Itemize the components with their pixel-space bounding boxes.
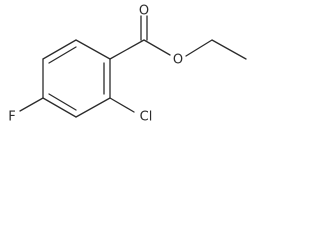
bond-ester-oxygen-to-methylene — [185, 39, 213, 57]
bond-ring-to-chlorine — [109, 97, 135, 113]
bond-carbonyl-carbon-to-ester-oxygen — [143, 39, 171, 56]
ring-inner-double-c3-c4 — [48, 93, 77, 111]
fluorine-label: F — [8, 110, 15, 125]
ester-oxygen-label: O — [173, 53, 183, 68]
bond-methylene-to-methyl — [211, 39, 247, 60]
benzene-ring — [42, 39, 111, 118]
ring-bond-c6-c1 — [75, 39, 111, 60]
chlorine-label: Cl — [140, 110, 153, 125]
ethyl-2-chloro-4-fluorobenzoate-structure: O O Cl F — [8, 4, 247, 125]
ring-bond-c2-c3 — [75, 97, 111, 118]
ring-inner-double-c5-c6 — [48, 46, 77, 64]
ester-group — [109, 15, 247, 60]
bond-ring-to-carbonyl-carbon — [109, 39, 145, 60]
carbonyl-oxygen-label: O — [139, 4, 149, 19]
ring-bond-c3-c4 — [42, 97, 77, 118]
ring-bond-c5-c6 — [42, 39, 77, 60]
bond-ring-to-fluorine — [19, 97, 44, 112]
